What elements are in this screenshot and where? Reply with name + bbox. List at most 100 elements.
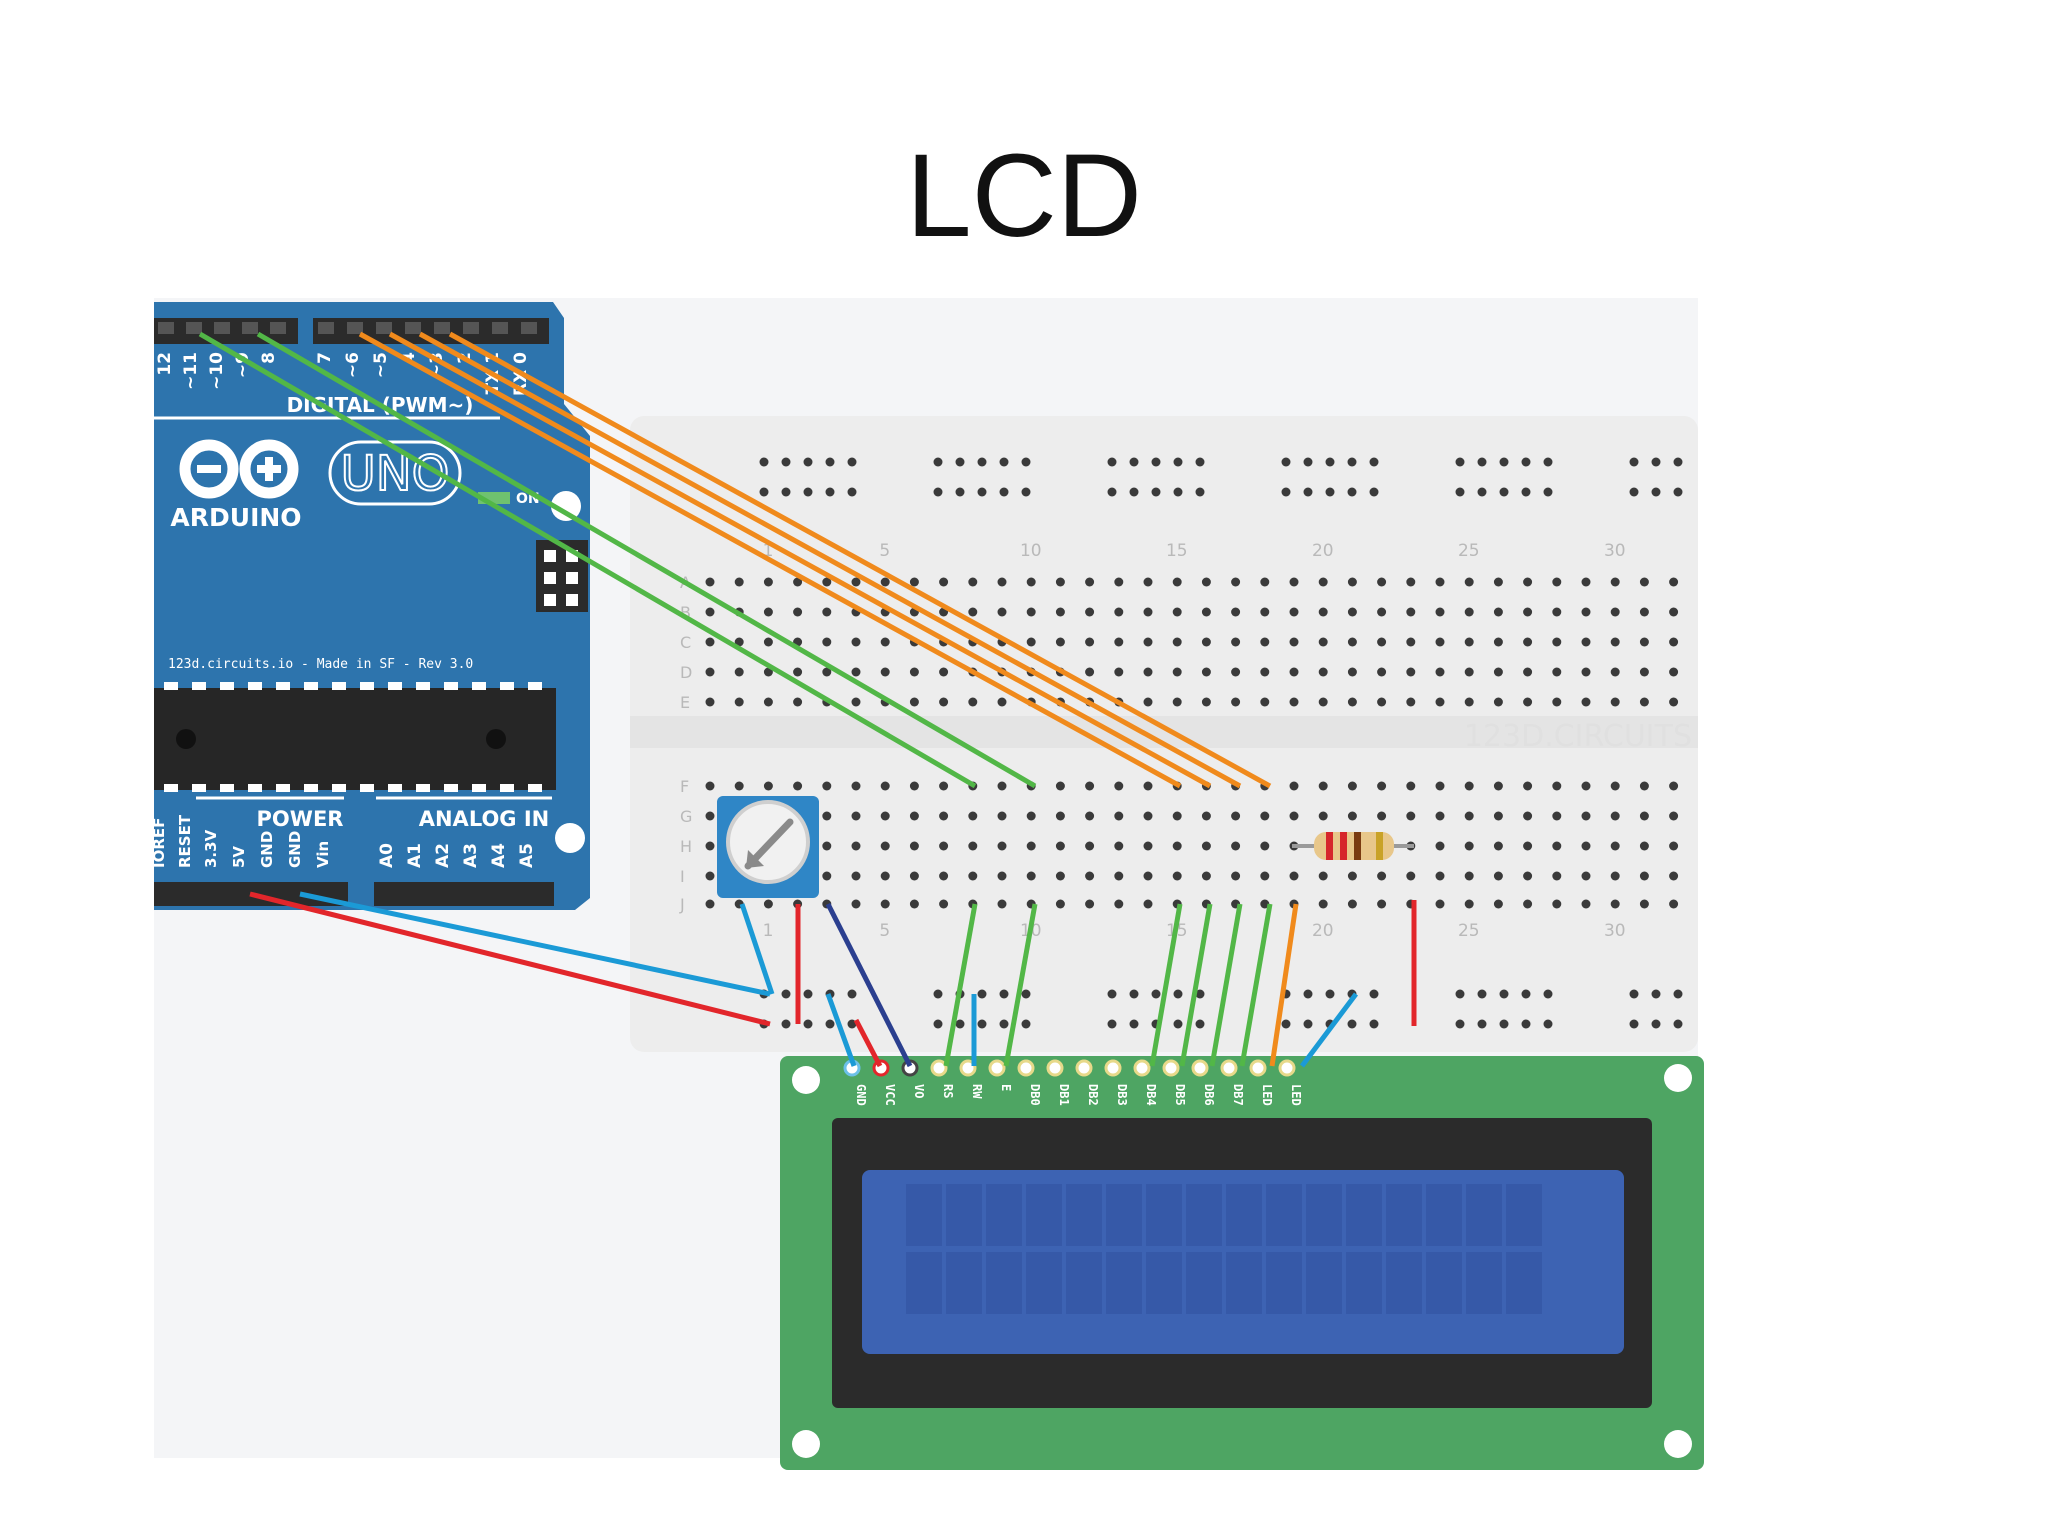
breadboard-hole <box>1055 841 1065 851</box>
breadboard-hole <box>822 637 832 647</box>
breadboard-hole <box>909 577 919 587</box>
wire-pin3-db6-row <box>418 331 1242 789</box>
breadboard-hole <box>1085 811 1095 821</box>
breadboard-hole <box>851 697 861 707</box>
breadboard-hole <box>822 811 832 821</box>
breadboard-hole <box>705 637 715 647</box>
uno-badge <box>328 440 462 506</box>
breadboard-hole <box>1669 871 1679 881</box>
breadboard-hole <box>1377 811 1387 821</box>
breadboard-hole <box>1026 841 1036 851</box>
breadboard-hole <box>1523 607 1533 617</box>
rail-hole <box>1195 1019 1205 1029</box>
breadboard-hole <box>705 811 715 821</box>
breadboard-hole <box>1260 607 1270 617</box>
breadboard-hole <box>1143 577 1153 587</box>
breadboard-hole <box>1114 841 1124 851</box>
power-pin-label: Vin <box>314 841 332 868</box>
breadboard-hole <box>1523 637 1533 647</box>
digital-pin-label: ~5 <box>371 352 391 378</box>
breadboard-hole <box>909 697 919 707</box>
lcd-cell <box>1426 1252 1462 1314</box>
breadboard-hole <box>705 841 715 851</box>
rail-hole <box>1543 1019 1553 1029</box>
breadboard-hole <box>822 841 832 851</box>
breadboard-hole <box>1143 607 1153 617</box>
rail-hole <box>933 1019 943 1029</box>
breadboard-hole <box>880 781 890 791</box>
breadboard-hole <box>1055 781 1065 791</box>
rail-hole <box>1673 1019 1683 1029</box>
breadboard-hole <box>1493 781 1503 791</box>
breadboard-hole <box>1085 577 1095 587</box>
rail-hole <box>999 457 1009 467</box>
potentiometer <box>717 796 819 898</box>
rail-hole <box>1195 457 1205 467</box>
breadboard-hole <box>1201 607 1211 617</box>
breadboard-hole <box>1464 781 1474 791</box>
rail-hole <box>1173 487 1183 497</box>
breadboard-hole <box>1669 697 1679 707</box>
lcd-cell <box>1386 1184 1422 1246</box>
rail-hole <box>1021 457 1031 467</box>
breadboard-hole <box>1026 811 1036 821</box>
breadboard-hole <box>968 871 978 881</box>
breadboard-hole <box>1231 697 1241 707</box>
breadboard-hole <box>1639 607 1649 617</box>
breadboard-hole <box>705 871 715 881</box>
breadboard-hole <box>1435 667 1445 677</box>
breadboard-hole <box>1143 899 1153 909</box>
breadboard-hole <box>1669 667 1679 677</box>
rail-hole <box>1107 989 1117 999</box>
breadboard-hole <box>1552 667 1562 677</box>
breadboard-hole <box>1377 607 1387 617</box>
lcd-cell <box>1026 1184 1062 1246</box>
lcd-pin <box>1046 1059 1064 1077</box>
rail-hole <box>1281 487 1291 497</box>
rail-hole <box>999 989 1009 999</box>
wire-pin12-lcd-rs-row <box>198 331 977 789</box>
breadboard-hole <box>1552 697 1562 707</box>
wire-lcd-db4 <box>1149 903 1183 1067</box>
rail-hole <box>933 457 943 467</box>
breadboard-hole <box>997 781 1007 791</box>
wire-lcd-led-cathode <box>1300 992 1358 1068</box>
breadboard-hole <box>1669 781 1679 791</box>
breadboard-hole <box>1639 811 1649 821</box>
breadboard-hole <box>1114 667 1124 677</box>
breadboard-hole <box>1435 841 1445 851</box>
breadboard-hole <box>763 697 773 707</box>
row-letter: B <box>680 603 691 622</box>
breadboard-hole <box>734 667 744 677</box>
rail-hole <box>1499 487 1509 497</box>
row-letter: H <box>680 837 692 856</box>
rail-hole <box>1543 487 1553 497</box>
breadboard-hole <box>1610 697 1620 707</box>
row-letter: I <box>680 867 685 886</box>
breadboard-hole <box>822 871 832 881</box>
rail-hole <box>1369 1019 1379 1029</box>
mount-hole-bottom <box>555 823 585 853</box>
breadboard-hole <box>1055 577 1065 587</box>
rail-hole <box>1303 989 1313 999</box>
breadboard-hole <box>1201 871 1211 881</box>
arduino-model: UNO <box>341 446 450 502</box>
rail-hole <box>1477 457 1487 467</box>
breadboard-hole <box>1523 871 1533 881</box>
rail-hole <box>1629 1019 1639 1029</box>
rail-hole <box>955 487 965 497</box>
breadboard-hole <box>1523 781 1533 791</box>
breadboard-hole <box>793 697 803 707</box>
lcd-pin <box>1220 1059 1238 1077</box>
rail-hole <box>1173 1019 1183 1029</box>
wire-gnd-rail <box>299 891 771 997</box>
breadboard-hole <box>734 577 744 587</box>
breadboard-hole <box>1523 697 1533 707</box>
breadboard-hole <box>1610 607 1620 617</box>
rail-hole <box>1129 457 1139 467</box>
breadboard-hole <box>1435 781 1445 791</box>
breadboard-hole <box>1055 899 1065 909</box>
rail-hole <box>1629 487 1639 497</box>
